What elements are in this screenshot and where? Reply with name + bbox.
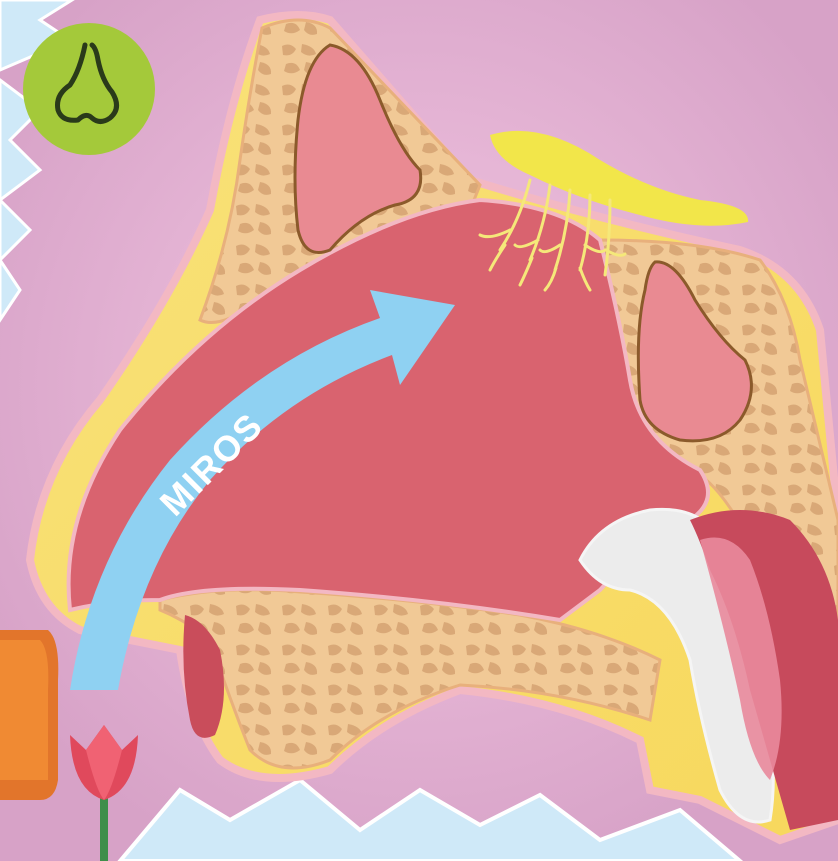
- orange-block: [0, 630, 58, 800]
- nose-badge: [23, 23, 155, 155]
